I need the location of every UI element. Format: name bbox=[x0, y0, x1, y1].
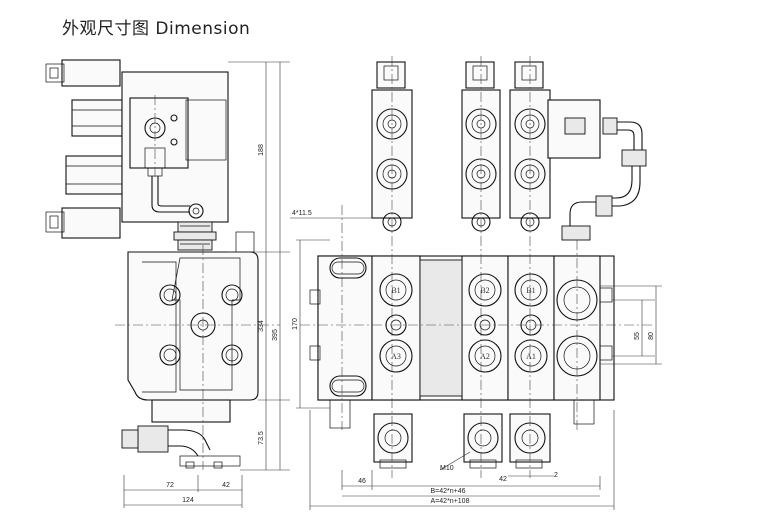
dim-188: 188 bbox=[258, 144, 265, 156]
page-title: 外观尺寸图 Dimension bbox=[62, 19, 251, 39]
bottom-coils bbox=[329, 399, 595, 469]
port-label-a-mid: A2 bbox=[480, 352, 490, 361]
port-label-b-mid: B2 bbox=[480, 286, 489, 295]
dim-73-5: 73.5 bbox=[258, 431, 265, 445]
front-view-labels: 4*11.5 170 55 80 46 42 2 B=42*n+46 A=42*… bbox=[292, 210, 655, 505]
dim-hole: 4*11.5 bbox=[292, 210, 312, 217]
port-label-b-right: B1 bbox=[526, 286, 535, 295]
pipe-fittings bbox=[561, 117, 647, 241]
front-view bbox=[290, 56, 662, 510]
solenoid-upper-mid bbox=[71, 99, 123, 137]
dim-42-left: 42 bbox=[222, 482, 230, 489]
thread-label: M10 bbox=[440, 465, 454, 472]
port-label-a-left: A3 bbox=[391, 352, 401, 361]
dim-72: 72 bbox=[166, 482, 174, 489]
handle-linkage bbox=[121, 399, 241, 469]
dim-2: 2 bbox=[554, 472, 558, 479]
connector-fitting bbox=[173, 221, 217, 251]
dim-42-right: 42 bbox=[499, 476, 507, 483]
solenoid-top bbox=[45, 59, 121, 87]
formula-b: B=42*n+46 bbox=[430, 488, 465, 495]
side-view-labels: 188 395 334 73.5 72 42 124 bbox=[166, 144, 279, 504]
side-view bbox=[45, 59, 290, 508]
dim-395: 395 bbox=[272, 329, 279, 341]
dim-124: 124 bbox=[182, 497, 194, 504]
pilot-block bbox=[121, 71, 229, 223]
dim-170: 170 bbox=[292, 318, 299, 330]
main-body bbox=[127, 231, 259, 401]
dim-80: 80 bbox=[648, 332, 655, 340]
solenoid-bottom bbox=[45, 207, 121, 239]
formula-a: A=42*n+108 bbox=[431, 498, 470, 505]
top-connectors bbox=[376, 61, 544, 89]
upper-coils bbox=[371, 89, 601, 232]
valve-stack bbox=[309, 255, 615, 401]
dim-46: 46 bbox=[358, 478, 366, 485]
port-label-a-right: A1 bbox=[526, 352, 536, 361]
dim-334: 334 bbox=[258, 320, 265, 332]
dim-55: 55 bbox=[634, 332, 641, 340]
port-label-b-left: B1 bbox=[391, 286, 400, 295]
solenoid-lower-mid bbox=[65, 155, 123, 195]
